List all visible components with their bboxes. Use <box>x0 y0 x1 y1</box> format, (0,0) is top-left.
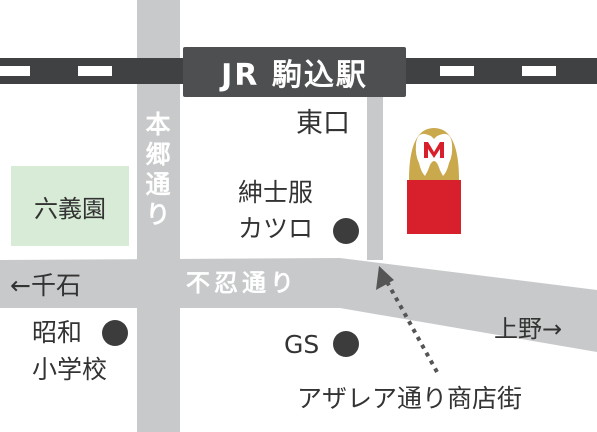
suit-shop-label-line2: カツロ <box>238 214 314 243</box>
shinobazu-dori-road <box>0 258 597 352</box>
showa-school-label-line1: 昭和 <box>32 318 83 347</box>
side-road <box>367 90 383 260</box>
suit-shop-label-line1: 紳士服 <box>238 178 314 207</box>
ueno-label: 上野→ <box>494 315 563 343</box>
showa-school-dot-icon <box>102 320 128 346</box>
azalea-street-label: アザレア通り商店街 <box>297 384 523 413</box>
tooth-logo-icon <box>407 128 461 234</box>
showa-school-label-line2: 小学校 <box>32 355 108 384</box>
suit-shop-dot-icon <box>333 218 359 244</box>
gs-dot-icon <box>333 331 359 357</box>
rikugien-label: 六義園 <box>34 194 106 223</box>
station-label: JR 駒込駅 <box>183 47 406 97</box>
hongo-dori-label: 本郷通り <box>145 110 171 229</box>
railway-dashes <box>0 66 556 76</box>
gs-label: GS <box>284 330 320 359</box>
sengoku-label: ←千石 <box>10 271 81 300</box>
shinobazu-dori-label: 不忍通り <box>186 269 298 297</box>
rikugien-park: 六義園 <box>11 166 129 246</box>
east-exit-label: 東口 <box>296 108 350 139</box>
